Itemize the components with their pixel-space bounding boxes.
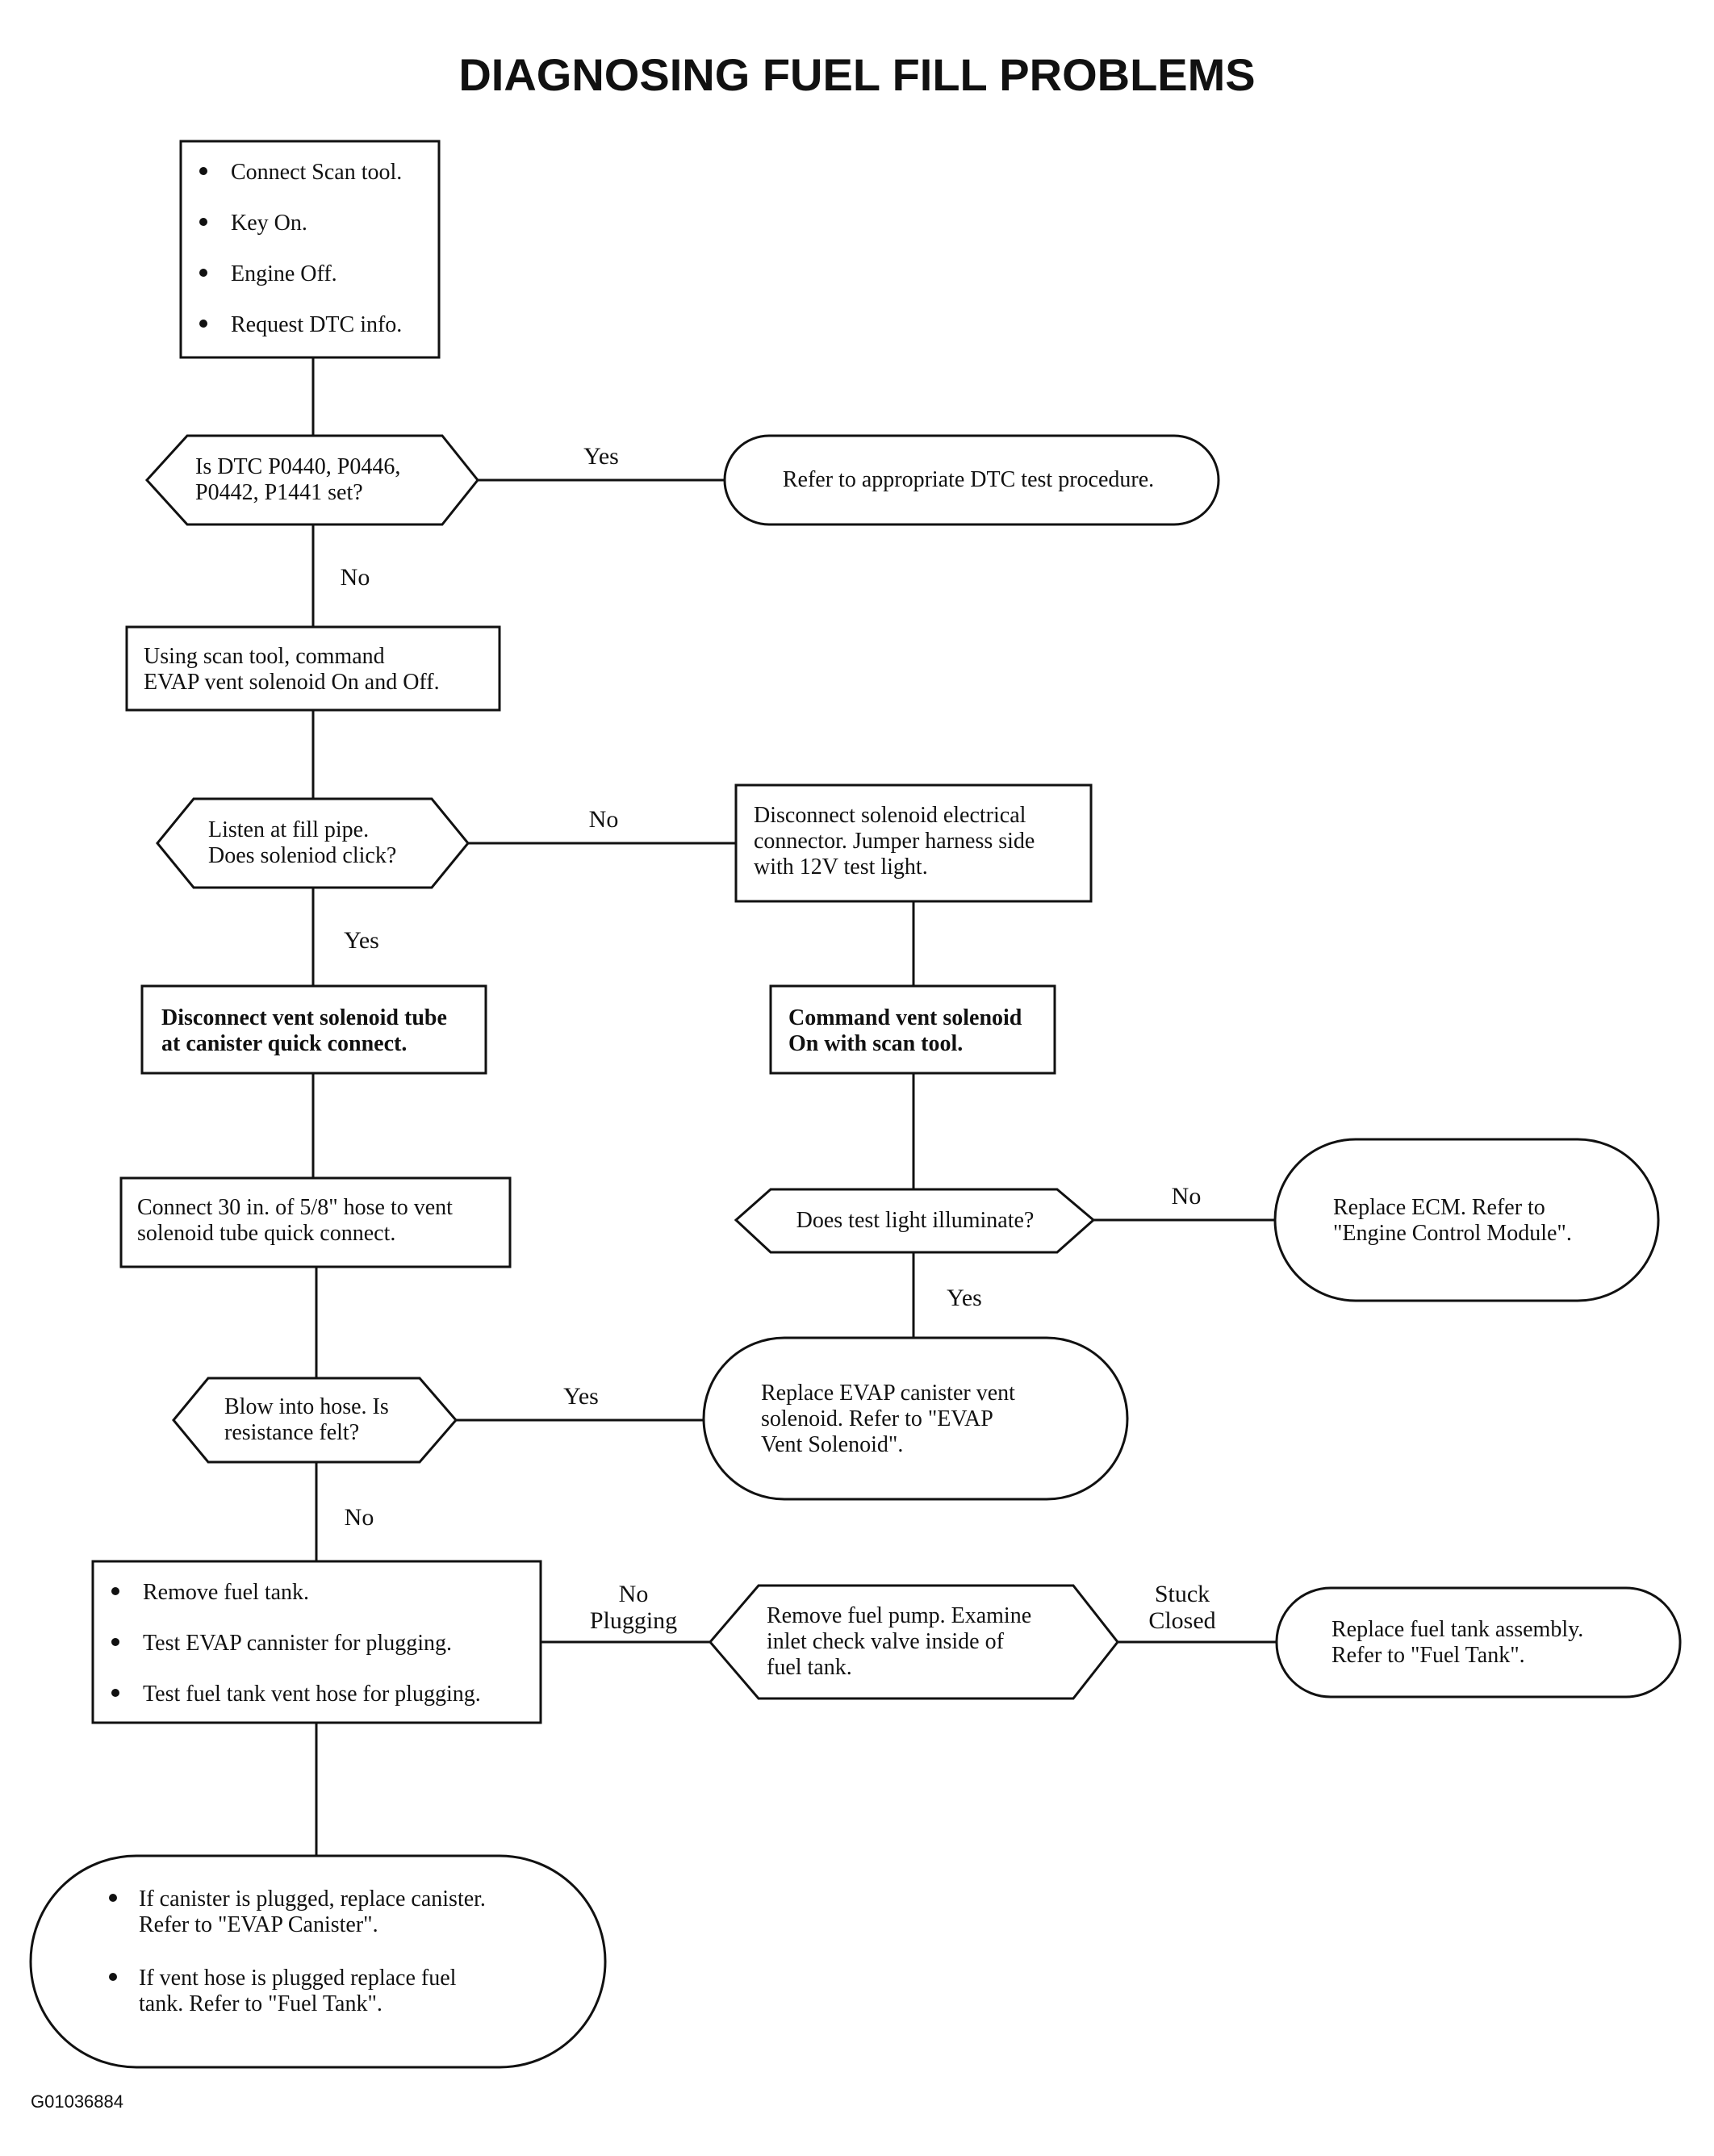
node-refer-dtc: Refer to appropriate DTC test procedure.: [723, 434, 1220, 526]
node-light-question: Does test light illuminate?: [734, 1188, 1096, 1254]
final-bullet-2-line-1: If vent hose is plugged replace fuel: [139, 1966, 457, 1991]
edge-label-light-no: No: [1172, 1183, 1202, 1210]
node-remove-pump: Remove fuel pump. Examine inlet check va…: [709, 1584, 1119, 1700]
node-disconnect-connector: Disconnect solenoid electrical connector…: [734, 783, 1093, 903]
replace-vent-line-3: Vent Solenoid".: [761, 1432, 903, 1457]
final-bullet-1-line-2: Refer to "EVAP Canister".: [139, 1912, 378, 1937]
node-command-on: Command vent solenoid On with scan tool.: [769, 984, 1056, 1075]
command-on-line-2: On with scan tool.: [788, 1031, 963, 1056]
remove-tank-bullet-1: Remove fuel tank.: [143, 1580, 309, 1605]
replace-tank-line-2: Refer to "Fuel Tank".: [1331, 1643, 1525, 1668]
remove-tank-bullet-2: Test EVAP cannister for plugging.: [143, 1631, 452, 1656]
node-remove-tank: Remove fuel tank. Test EVAP cannister fo…: [91, 1560, 542, 1724]
node-dtc-question: Is DTC P0440, P0446, P0442, P1441 set?: [144, 434, 479, 526]
dtc-question-line-1: Is DTC P0440, P0446,: [195, 454, 400, 479]
final-bullet-2-line-2: tank. Refer to "Fuel Tank".: [139, 1991, 383, 2016]
refer-dtc-text: Refer to appropriate DTC test procedure.: [783, 467, 1154, 492]
replace-ecm-line-2: "Engine Control Module".: [1333, 1221, 1572, 1246]
node-replace-tank: Replace fuel tank assembly. Refer to "Fu…: [1275, 1586, 1682, 1698]
edge-label-dtc-no: No: [341, 564, 370, 591]
replace-ecm-line-1: Replace ECM. Refer to: [1333, 1195, 1545, 1220]
node-connect-hose: Connect 30 in. of 5/8" hose to vent sole…: [119, 1176, 512, 1268]
remove-tank-bullet-3: Test fuel tank vent hose for plugging.: [143, 1682, 481, 1707]
edge-label-light-yes: Yes: [947, 1285, 982, 1311]
node-blow-question: Blow into hose. Is resistance felt?: [172, 1377, 458, 1464]
page-title: DIAGNOSING FUEL FILL PROBLEMS: [458, 49, 1255, 100]
node-final: If canister is plugged, replace canister…: [29, 1854, 607, 2069]
node-replace-ecm: Replace ECM. Refer to "Engine Control Mo…: [1273, 1138, 1660, 1302]
replace-vent-line-2: solenoid. Refer to "EVAP: [761, 1406, 993, 1431]
start-bullet-3: Engine Off.: [231, 261, 337, 286]
disconnect-connector-line-3: with 12V test light.: [754, 854, 928, 880]
edge-label-stuck-closed-2: Closed: [1148, 1607, 1215, 1634]
edge-label-blow-no: No: [345, 1504, 374, 1531]
remove-pump-line-2: inlet check valve inside of: [767, 1629, 1005, 1654]
node-disconnect-tube: Disconnect vent solenoid tube at caniste…: [140, 984, 487, 1075]
disconnect-connector-line-2: connector. Jumper harness side: [754, 829, 1035, 854]
edge-label-dtc-yes: Yes: [583, 443, 619, 470]
final-bullet-1-line-1: If canister is plugged, replace canister…: [139, 1886, 486, 1912]
start-bullet-4: Request DTC info.: [231, 312, 402, 337]
connectors: [311, 357, 1277, 1856]
command-on-line-1: Command vent solenoid: [788, 1005, 1022, 1030]
node-listen-question: Listen at fill pipe. Does soleniod click…: [156, 797, 470, 889]
blow-question-line-1: Blow into hose. Is: [224, 1394, 389, 1419]
disconnect-connector-line-1: Disconnect solenoid electrical: [754, 803, 1026, 828]
replace-tank-line-1: Replace fuel tank assembly.: [1331, 1617, 1583, 1642]
remove-pump-line-1: Remove fuel pump. Examine: [767, 1603, 1031, 1628]
edge-label-blow-yes: Yes: [563, 1383, 599, 1410]
edge-label-no-plugging-1: No: [619, 1581, 649, 1607]
blow-question-line-2: resistance felt?: [224, 1420, 359, 1445]
edge-label-listen-no: No: [589, 806, 619, 833]
command-vent-line-2: EVAP vent solenoid On and Off.: [144, 670, 440, 695]
edge-label-stuck-closed-1: Stuck: [1155, 1581, 1210, 1607]
remove-pump-line-3: fuel tank.: [767, 1655, 852, 1680]
dtc-question-line-2: P0442, P1441 set?: [195, 480, 363, 505]
node-start: Connect Scan tool. Key On. Engine Off. R…: [179, 140, 441, 359]
edge-label-listen-yes: Yes: [344, 927, 379, 954]
node-command-vent: Using scan tool, command EVAP vent solen…: [125, 625, 501, 712]
replace-vent-line-1: Replace EVAP canister vent: [761, 1381, 1015, 1406]
light-question-text: Does test light illuminate?: [796, 1208, 1035, 1233]
node-replace-vent: Replace EVAP canister vent solenoid. Ref…: [702, 1336, 1129, 1501]
command-vent-line-1: Using scan tool, command: [144, 644, 385, 669]
listen-question-line-1: Listen at fill pipe.: [208, 817, 369, 842]
start-bullet-1: Connect Scan tool.: [231, 160, 402, 185]
connect-hose-line-1: Connect 30 in. of 5/8" hose to vent: [137, 1195, 453, 1220]
start-bullet-2: Key On.: [231, 211, 307, 236]
disconnect-tube-line-1: Disconnect vent solenoid tube: [161, 1005, 447, 1030]
disconnect-tube-line-2: at canister quick connect.: [161, 1031, 407, 1056]
listen-question-line-2: Does soleniod click?: [208, 843, 396, 868]
figure-id: G01036884: [31, 2091, 123, 2112]
connect-hose-line-2: solenoid tube quick connect.: [137, 1221, 395, 1246]
edge-label-no-plugging-2: Plugging: [590, 1607, 677, 1634]
